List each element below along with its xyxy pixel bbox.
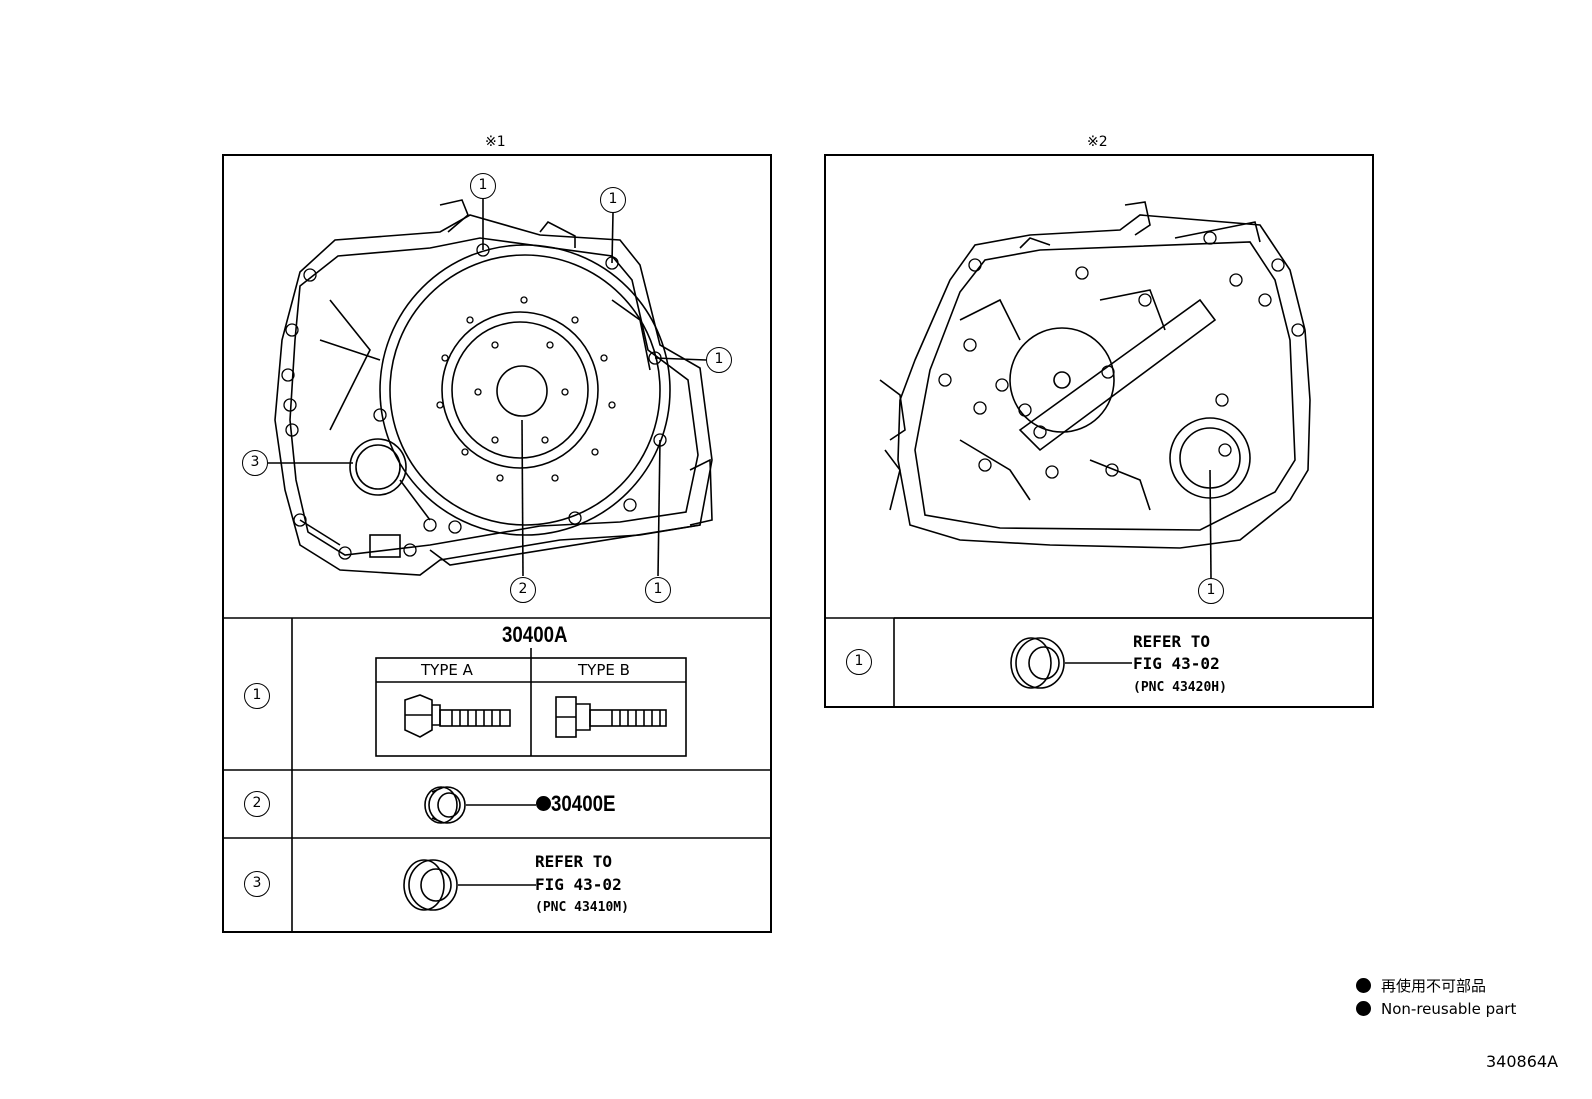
legend-line-1: 再使用不可部品 — [1381, 977, 1487, 995]
legend-dot-icon — [1356, 1001, 1371, 1016]
row-2-number: 2 — [244, 791, 270, 817]
right-ref-line2: FIG 43-02 — [1133, 654, 1220, 673]
callout-1-top: 1 — [470, 173, 496, 199]
right-transmission-drawing — [879, 201, 1311, 549]
callout-1-right-figure: 1 — [1198, 578, 1224, 604]
type-a-label: TYPE A — [421, 661, 473, 679]
left-transmission-drawing — [274, 199, 713, 576]
part-number-30400A: 30400A — [502, 622, 568, 647]
oil-seal-icon-2 — [424, 786, 466, 824]
right-ref-line3: (PNC 43420H) — [1133, 680, 1227, 695]
legend-non-reusable-en: Non-reusable part — [1356, 1000, 1516, 1018]
right-row-1-number: 1 — [846, 649, 872, 675]
row-3-number: 3 — [244, 871, 270, 897]
part-number-30400E: 30400E — [551, 791, 616, 816]
legend-line-2: Non-reusable part — [1381, 1000, 1517, 1018]
row-3-ref-line2: FIG 43-02 — [535, 875, 622, 894]
right-figure-mark: ※2 — [1087, 134, 1108, 150]
callout-3-left: 3 — [242, 450, 268, 476]
left-bolt-holes — [281, 243, 667, 560]
oil-seal-icon-3 — [403, 859, 458, 911]
type-b-label: TYPE B — [578, 661, 630, 679]
row-3-ref-line1: REFER TO — [535, 852, 613, 871]
callout-2-bottom: 2 — [510, 577, 536, 603]
callout-1-bottom-right: 1 — [645, 577, 671, 603]
oil-seal-icon-right — [1010, 637, 1065, 689]
bolt-type-a-icon — [404, 694, 511, 738]
row-3-ref-line3: (PNC 43410M) — [535, 900, 629, 915]
legend-non-reusable-jp: 再使用不可部品 — [1356, 975, 1486, 996]
row-1-number: 1 — [244, 683, 270, 709]
figure-id: 340864A — [1486, 1052, 1559, 1071]
bolt-type-b-icon — [555, 696, 667, 738]
legend-dot-icon — [1356, 978, 1371, 993]
right-figure-panel — [824, 154, 1374, 708]
left-figure-panel — [222, 154, 772, 933]
right-bolt-holes — [938, 231, 1305, 479]
callout-1-right: 1 — [706, 347, 732, 373]
callout-1-top-right: 1 — [600, 187, 626, 213]
non-reusable-dot — [536, 796, 551, 811]
right-ref-line1: REFER TO — [1133, 632, 1211, 651]
left-figure-mark: ※1 — [485, 134, 506, 150]
